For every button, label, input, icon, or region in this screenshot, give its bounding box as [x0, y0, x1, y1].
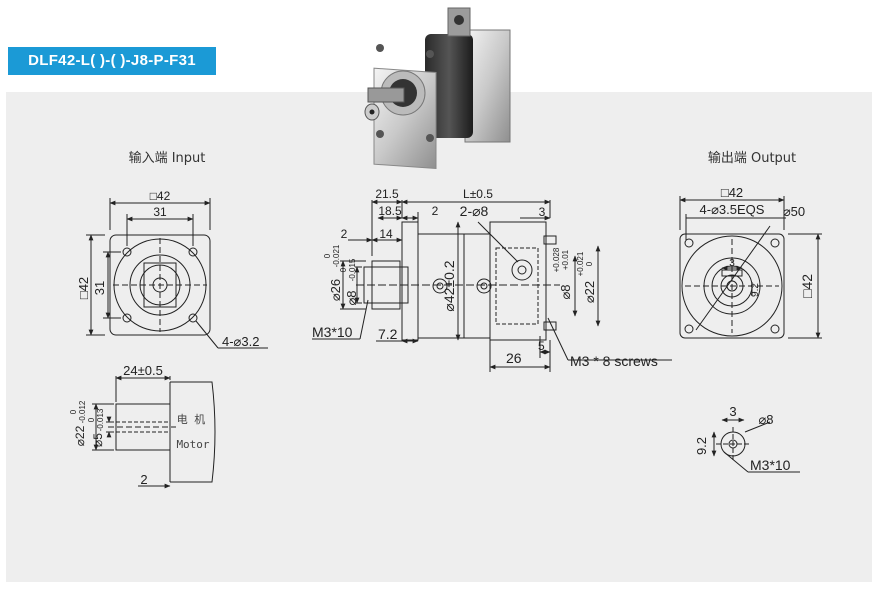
- motor-dim-phi5: ⌀5: [91, 433, 105, 447]
- side-dim-phi26: ⌀26: [328, 279, 343, 301]
- side-dim-phi8b-tol-lower: +0.01: [561, 249, 570, 270]
- side-dim-phi8a-tol-upper: 0: [339, 267, 348, 272]
- side-dim-18-5: 18.5: [378, 204, 402, 218]
- side-dim-phi22-tol-lower: 0: [585, 261, 594, 266]
- motor-view: [92, 375, 216, 489]
- output-view-title: 输出端 Output: [708, 150, 796, 166]
- input-side-inner-dim: 31: [92, 281, 107, 295]
- side-dim-phi8a-group: ⌀8 0 -0.015: [339, 258, 359, 305]
- side-dim-l: L±0.5: [463, 187, 493, 201]
- motor-dim-phi22-tol-upper: 0: [69, 409, 78, 414]
- side-dim-3: 3: [539, 205, 546, 219]
- side-dim-m3x8-screws: M3 * 8 screws: [570, 353, 658, 369]
- motor-dim-phi5-tol-upper: 0: [87, 417, 96, 422]
- input-holes-label: 4-⌀3.2: [222, 334, 259, 349]
- side-dim-7-2: 7.2: [378, 326, 398, 342]
- motor-en-label: Motor: [176, 438, 209, 451]
- side-dim-26: 26: [506, 350, 522, 366]
- output-dim-3: 3: [729, 258, 735, 269]
- output-square-dim: □42: [721, 185, 743, 200]
- side-dim-phi8a-tol-lower: -0.015: [348, 258, 357, 281]
- side-dim-21-5: 21.5: [375, 187, 399, 201]
- motor-dim-phi5-group: ⌀5 0 -0.013: [87, 408, 105, 447]
- side-dim-phi26-group: ⌀26 0 -0.021: [323, 244, 343, 301]
- model-tag: DLF42-L( )-( )-J8-P-F31: [8, 47, 216, 75]
- input-view-title: 输入端 Input: [129, 150, 206, 166]
- side-view: [312, 199, 672, 372]
- side-dim-phi22-group: ⌀22 +0.021 0: [576, 251, 597, 303]
- side-dim-2-phi8: 2-⌀8: [460, 203, 489, 219]
- motor-dim-phi22-group: ⌀22 0 -0.012: [69, 400, 87, 446]
- side-dim-phi22-tol-upper: +0.021: [576, 251, 585, 276]
- side-dim-5: 5: [538, 339, 545, 353]
- motor-dim-phi5-tol-lower: -0.013: [96, 408, 105, 431]
- motor-dim-phi22: ⌀22: [73, 425, 87, 446]
- input-view: [86, 198, 268, 349]
- gearbox-product-image: [364, 7, 511, 170]
- input-side-outer-dim: □42: [76, 277, 91, 299]
- key-dim-9-2: 9.2: [694, 437, 709, 455]
- key-dim-3: 3: [729, 404, 736, 419]
- side-dim-phi26-tol-upper: 0: [323, 253, 332, 258]
- side-dim-phi8b-group: ⌀8 +0.028 +0.01: [552, 247, 573, 299]
- side-dim-2b: 2: [341, 227, 348, 241]
- motor-dim-24: 24±0.5: [123, 363, 163, 378]
- side-dim-phi8b-tol-upper: +0.028: [552, 247, 561, 272]
- side-dim-m3x10: M3*10: [312, 324, 353, 340]
- side-dim-phi8a: ⌀8: [344, 290, 359, 305]
- motor-cn-label: 电 机: [177, 412, 206, 426]
- key-dim-m3x10: M3*10: [750, 457, 791, 473]
- motor-dim-phi22-tol-lower: -0.012: [78, 400, 87, 423]
- drawing-panel: [6, 92, 872, 582]
- side-dim-2a: 2: [432, 204, 439, 218]
- output-view: [679, 196, 822, 339]
- key-detail-view: [711, 417, 800, 473]
- side-dim-phi22: ⌀22: [582, 281, 597, 303]
- side-dim-14: 14: [379, 227, 393, 241]
- output-phi50-dim: ⌀50: [783, 204, 805, 219]
- key-dim-phi8: ⌀8: [758, 412, 773, 427]
- motor-dim-2: 2: [140, 472, 147, 487]
- output-holes-label: 4-⌀3.5EQS: [700, 202, 765, 217]
- output-side-dim: □42: [799, 274, 815, 298]
- side-dim-phi26-tol-lower: -0.021: [332, 244, 341, 267]
- output-dim-9-2: 9.2: [750, 283, 761, 297]
- input-inner-dim: 31: [153, 205, 167, 219]
- side-dim-phi42: ⌀42±0.2: [441, 260, 457, 311]
- input-square-dim: □42: [150, 189, 171, 203]
- side-dim-phi8b: ⌀8: [558, 284, 573, 299]
